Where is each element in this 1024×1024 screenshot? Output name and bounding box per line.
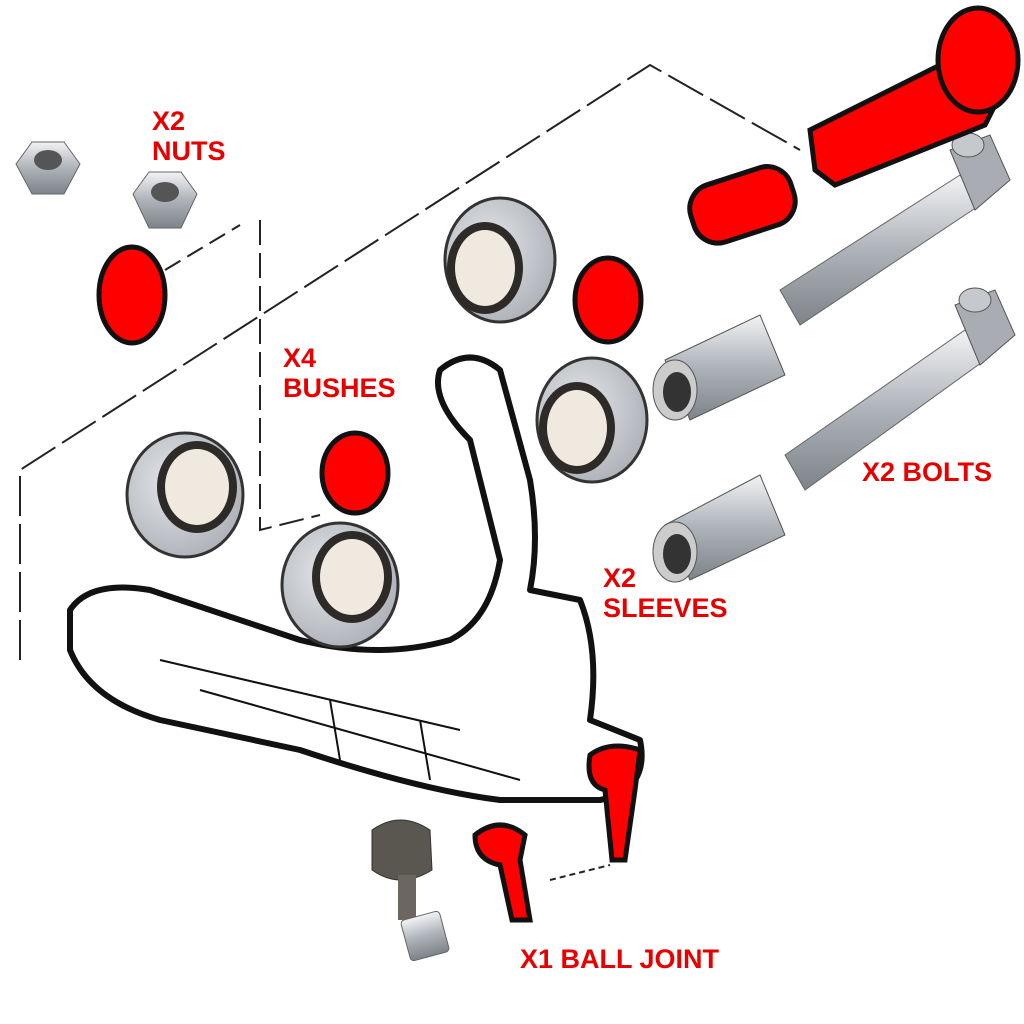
sleeves-label: X2 SLEEVES: [603, 563, 728, 623]
control-arm: [67, 354, 645, 803]
sleeves-name: SLEEVES: [603, 593, 728, 623]
bolt-2: [784, 287, 1016, 491]
bush-4: [535, 356, 649, 484]
nut-2: [132, 171, 198, 229]
bushes-name: BUSHES: [283, 373, 396, 403]
nuts-quantity: X2: [152, 106, 186, 136]
highlighted-parts: [96, 5, 1021, 923]
bushes-quantity: X4: [283, 343, 317, 373]
ball-joint: [371, 819, 450, 962]
ball-joint-label: X1 BALL JOINT: [520, 944, 720, 974]
nut-1: [15, 141, 81, 195]
sleeve-1: [652, 314, 786, 421]
bush-1: [125, 431, 245, 559]
bushes-label: X4 BUSHES: [283, 343, 396, 403]
sleeve-2: [652, 474, 786, 583]
sleeves-quantity: X2: [603, 563, 637, 593]
nuts-label: X2 NUTS: [152, 106, 226, 166]
bush-3: [443, 196, 557, 324]
nuts-name: NUTS: [152, 136, 226, 166]
bolts-label: X2 BOLTS: [862, 457, 993, 487]
bolt-1: [779, 132, 1011, 326]
assembly-lines: [19, 63, 801, 881]
bush-2: [280, 521, 400, 649]
